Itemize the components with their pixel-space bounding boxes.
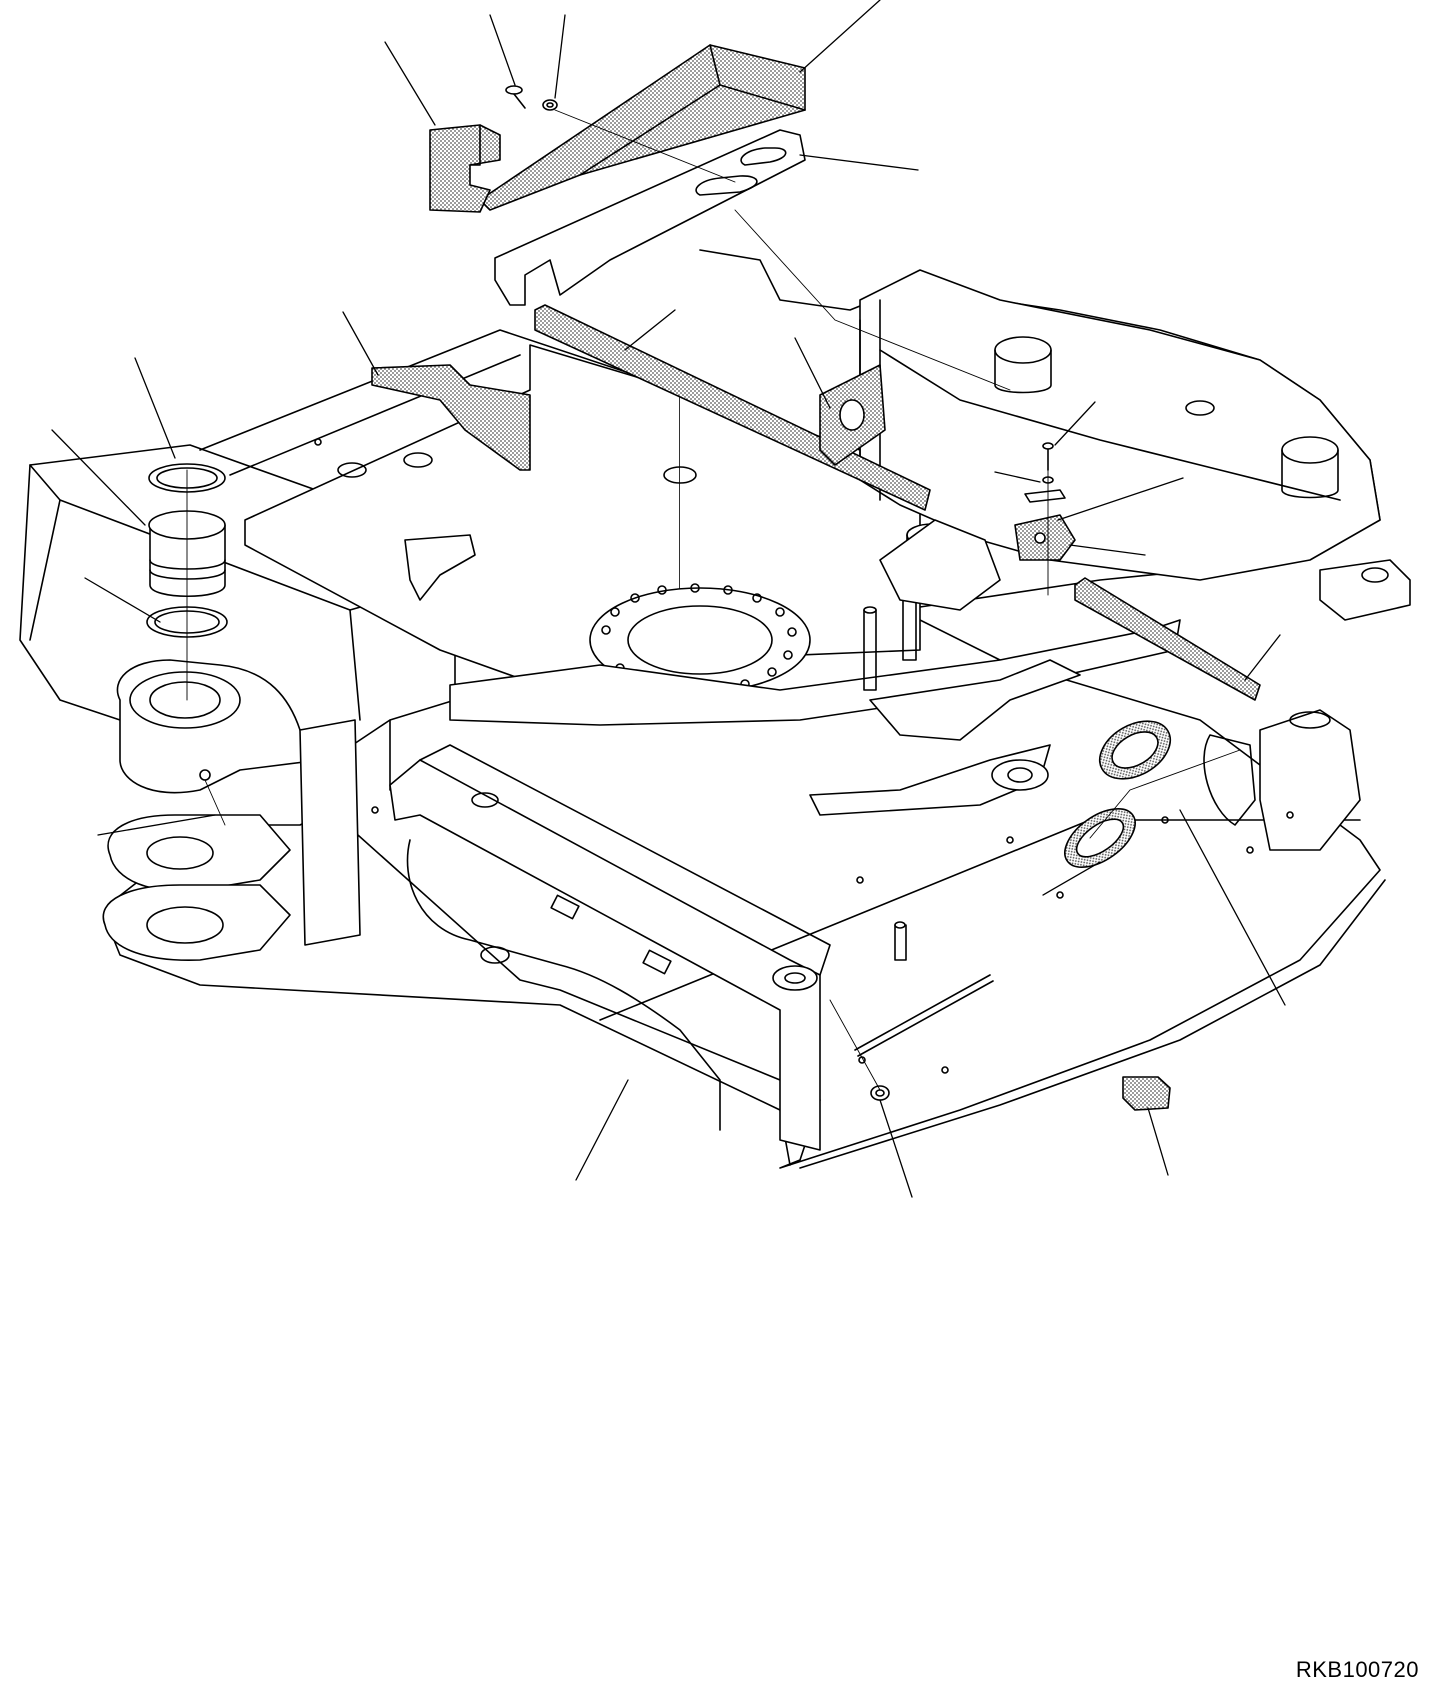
rear-deck-inner-edge: [879, 349, 1341, 501]
assembly-axis-lines: [554, 109, 1241, 1091]
base-plate-right-edge: [799, 879, 1386, 1169]
right-arm-boss: [991, 759, 1049, 791]
standoff-post-2: [863, 606, 877, 691]
front-nut: [870, 1085, 890, 1101]
middle-yoke-plate: [107, 814, 291, 892]
hose-grommet-upper: [1098, 720, 1172, 780]
center-clamp: [879, 519, 1001, 611]
cross-member-lug-2: [642, 949, 672, 975]
middle-pin-bore: [146, 836, 214, 870]
lower-pin-bore: [146, 906, 224, 944]
rear-rubber-stopper-2: [1281, 436, 1339, 499]
drawing-reference-code: RKB100720: [1295, 1657, 1419, 1682]
rubber-strip-right: [1074, 577, 1261, 701]
frame-bolt-holes: [314, 400, 1389, 1074]
rubber-pad: [1122, 1076, 1171, 1111]
right-upper-arm: [869, 659, 1081, 741]
rear-deck-plate: [859, 269, 1381, 581]
rear-rubber-stopper-1: [994, 336, 1052, 394]
rubber-cover-block-edge: [469, 124, 481, 166]
right-side-post: [1259, 709, 1361, 851]
upper-pin-bore: [149, 681, 221, 719]
rubber-strip-left: [371, 364, 531, 471]
cover-plate: [494, 129, 806, 306]
rubber-cover-block: [429, 124, 501, 213]
right-side-post-slot: [1203, 734, 1256, 826]
rear-corner-block: [1319, 559, 1411, 621]
hose-grommet-lower: [1064, 808, 1136, 868]
front-cross-member: [389, 759, 821, 1151]
upper-pin-boss: [129, 671, 241, 729]
small-bracket-hole: [1034, 532, 1046, 544]
right-lower-arm: [809, 744, 1051, 816]
left-stay: [404, 534, 476, 601]
right-side-post-cap: [1289, 711, 1331, 729]
cross-member-lug-1: [550, 894, 580, 920]
cover-washer: [542, 99, 558, 111]
right-arm-boss-hole: [1007, 767, 1033, 783]
callout-leader-lines: [51, 0, 1286, 1198]
lower-yoke-plate: [102, 884, 291, 961]
front-cross-member-cutout: [406, 839, 721, 1131]
standoff-post-3: [894, 921, 907, 961]
swing-post-pillar: [299, 719, 361, 946]
front-cross-member-top: [419, 744, 831, 976]
rubber-cover-main-edge: [579, 44, 806, 176]
cover-plate-slot: [695, 175, 758, 196]
cover-bolt: [505, 85, 526, 109]
center-pillar-bracket-hole: [839, 399, 865, 431]
boom-bracket-front-face: [29, 499, 391, 791]
pin-bushing-groove: [149, 559, 226, 580]
cover-plate-slot-2: [740, 147, 787, 166]
front-cross-member-boss-hole: [784, 972, 806, 984]
front-cross-member-boss: [772, 965, 818, 991]
grease-fitting-axis: [204, 779, 226, 826]
swing-circle-inner: [627, 605, 773, 675]
long-rod: [854, 974, 994, 1057]
